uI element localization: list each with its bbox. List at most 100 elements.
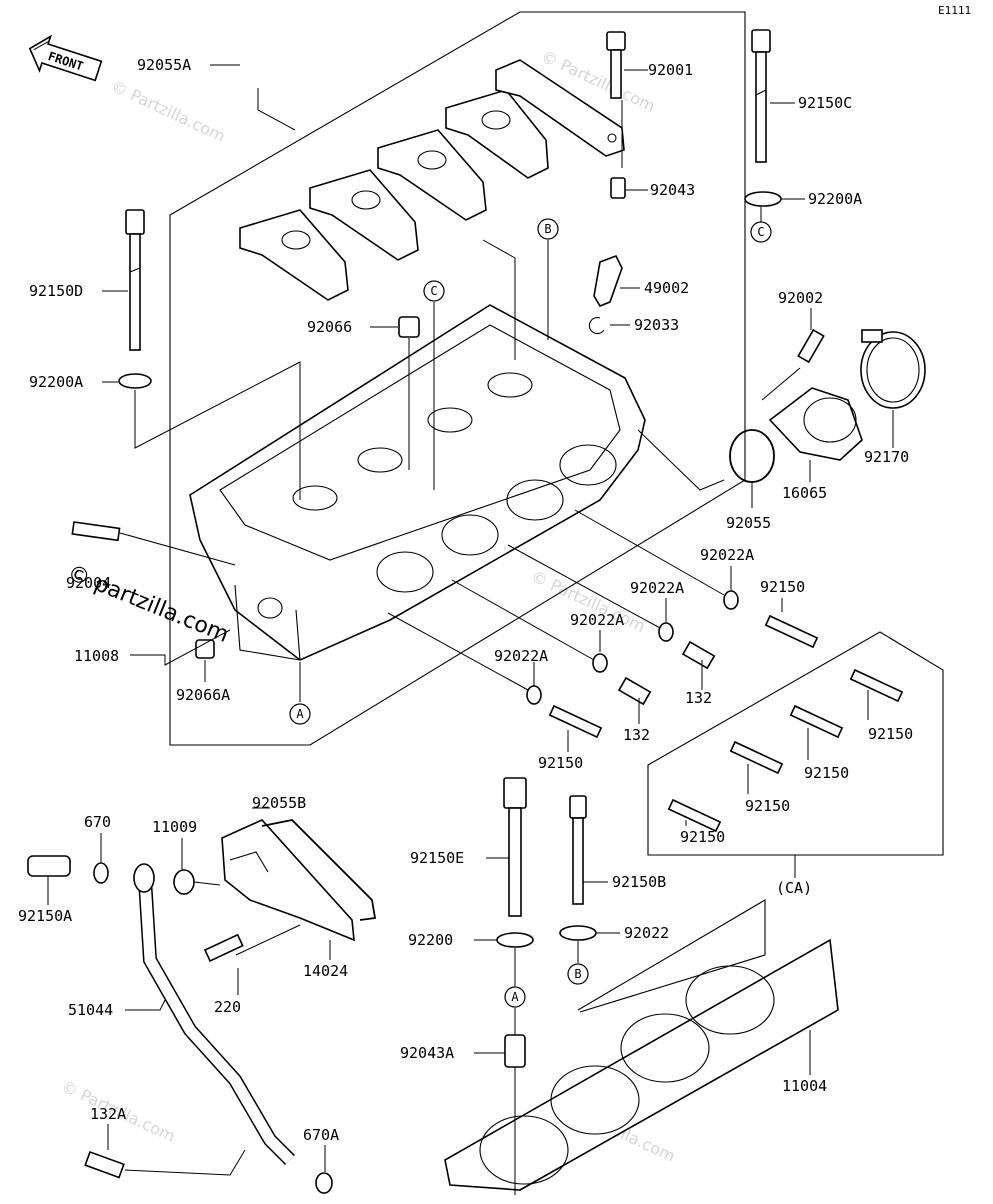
holder-16065 <box>768 387 863 461</box>
leader-lines <box>47 64 894 1195</box>
part-label: 92200A <box>808 190 862 208</box>
bolt-132 <box>681 640 716 670</box>
svg-text:C: C <box>430 284 437 298</box>
part-labels: 92055A 92001 92150C 92043 92200A 49002 9… <box>18 56 913 1144</box>
washer-92022a <box>592 653 608 673</box>
stud-92150-group <box>548 614 904 833</box>
part-label: 51044 <box>68 1001 113 1019</box>
part-label: 92150C <box>798 94 852 112</box>
ref-marker-c: C <box>423 280 445 302</box>
part-label: 92055B <box>252 794 306 812</box>
bolt-92002 <box>797 328 825 364</box>
banjo-bolt-92150a <box>27 855 71 877</box>
front-arrow-icon: FRONT <box>28 34 103 82</box>
bolt-92001 <box>606 31 626 99</box>
part-label: 92001 <box>648 61 693 79</box>
part-label: 92043A <box>400 1044 454 1062</box>
svg-text:C: C <box>757 225 764 239</box>
part-label: 92150A <box>18 907 72 925</box>
oil-pipe-51044 <box>133 863 295 1165</box>
part-label: 92055 <box>726 514 771 532</box>
washer-92022a <box>723 590 739 610</box>
part-label: 92004 <box>66 574 111 592</box>
part-label: 92150 <box>680 828 725 846</box>
washer-92200 <box>496 932 534 948</box>
dowel-92043 <box>610 177 626 199</box>
oring-670a <box>315 1172 333 1194</box>
ca-group-frame <box>647 631 944 856</box>
ref-marker-b: B <box>537 218 559 240</box>
ref-marker-c: C <box>750 221 772 243</box>
svg-text:A: A <box>511 990 519 1004</box>
ref-marker-a: A <box>504 986 526 1008</box>
camshaft-cap-group <box>239 59 625 301</box>
part-label: 92150 <box>868 725 913 743</box>
svg-text:A: A <box>296 707 304 721</box>
cover-14024 <box>221 819 355 942</box>
part-label: 92022A <box>630 579 684 597</box>
bolt-92150c <box>751 29 771 163</box>
part-label: 49002 <box>644 279 689 297</box>
circlip-92033 <box>588 317 605 335</box>
part-label: 132 <box>685 689 712 707</box>
stud-92004 <box>71 521 121 542</box>
part-label: 92022 <box>624 924 669 942</box>
part-label: 670 <box>84 813 111 831</box>
bolt-92150d <box>125 209 145 351</box>
bolt-92150b <box>569 795 587 905</box>
part-label: 92150 <box>804 764 849 782</box>
part-label: 92066A <box>176 686 230 704</box>
oring-670 <box>93 862 109 884</box>
bolt-220 <box>203 933 244 962</box>
part-label: 14024 <box>303 962 348 980</box>
watermark-text: © Partzilla.com <box>108 76 228 145</box>
gasket-92055b <box>261 819 377 921</box>
part-label: 132A <box>90 1105 126 1123</box>
part-label: 92170 <box>864 448 909 466</box>
washer-92022 <box>559 925 597 941</box>
oring-92055 <box>729 429 775 483</box>
part-label: 92200 <box>408 931 453 949</box>
washer-92022a <box>658 622 674 642</box>
part-label: 92150 <box>760 578 805 596</box>
diagram-code: E1111 <box>938 4 971 17</box>
washer-92200a-left <box>118 373 152 389</box>
part-label: 92150 <box>538 754 583 772</box>
part-label: 92033 <box>634 316 679 334</box>
washer-92200a-right <box>744 191 782 207</box>
part-label: 92022A <box>570 611 624 629</box>
ref-marker-a: A <box>289 703 311 725</box>
part-label: 92022A <box>494 647 548 665</box>
group-label: (CA) <box>776 879 812 897</box>
part-label: 92002 <box>778 289 823 307</box>
bolt-92150e <box>503 777 527 917</box>
dowel-92043a <box>504 1034 526 1068</box>
part-label: 132 <box>623 726 650 744</box>
part-label: 92150E <box>410 849 464 867</box>
svg-text:B: B <box>544 222 551 236</box>
part-label: 11004 <box>782 1077 827 1095</box>
part-label: 11008 <box>74 647 119 665</box>
banjo-bolt-132a <box>84 1150 125 1179</box>
svg-text:B: B <box>574 967 581 981</box>
part-label: 92066 <box>307 318 352 336</box>
part-label: 92043 <box>650 181 695 199</box>
part-label: 670A <box>303 1126 339 1144</box>
part-label: 11009 <box>152 818 197 836</box>
part-label: 92150B <box>612 873 666 891</box>
part-label: 92150D <box>29 282 83 300</box>
part-label: 16065 <box>782 484 827 502</box>
gasket-11009 <box>173 869 195 895</box>
part-label: 92150 <box>745 797 790 815</box>
plug-92066 <box>398 316 420 338</box>
clamp-92170 <box>860 329 926 409</box>
part-label: 92200A <box>29 373 83 391</box>
oil-jet-49002 <box>593 254 623 307</box>
plug-92066a <box>195 639 215 659</box>
ref-marker-b: B <box>567 963 589 985</box>
part-label: 220 <box>214 998 241 1016</box>
gasket-frame <box>577 899 766 1013</box>
part-label: 92022A <box>700 546 754 564</box>
